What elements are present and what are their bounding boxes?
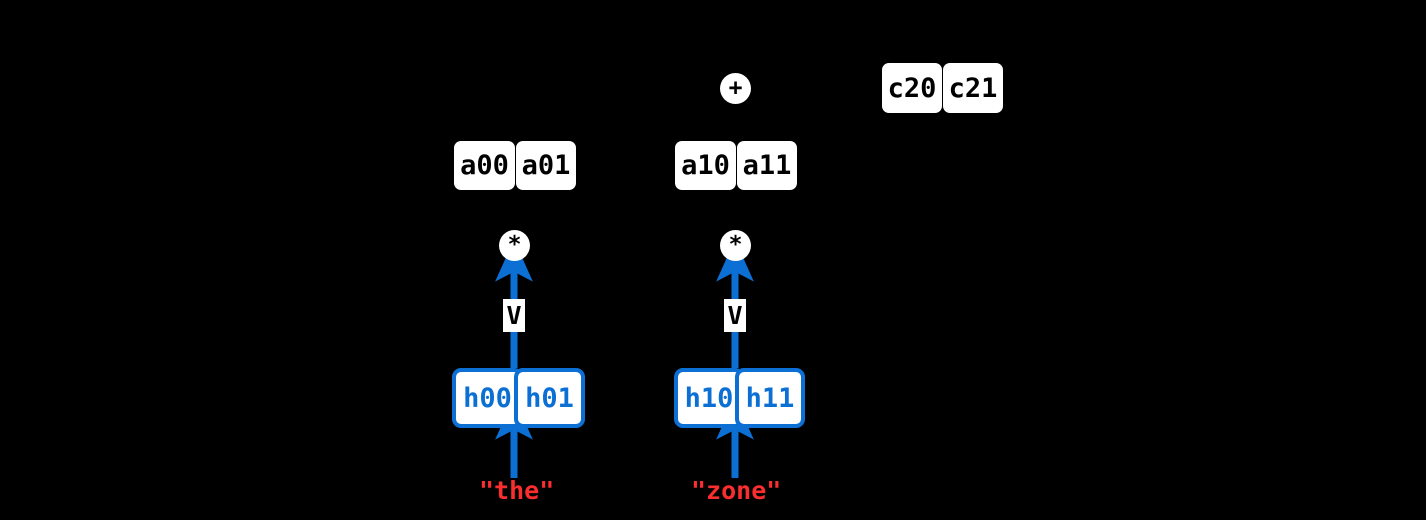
matrix-cell-a11: a11: [737, 141, 797, 190]
matrix-cell-h00: h00: [452, 368, 523, 428]
value-tag-v-the: V: [503, 299, 525, 332]
matrix-cell-h01: h01: [514, 368, 585, 428]
word-label-word-zone: "zone": [691, 476, 782, 505]
matrix-cell-a01: a01: [516, 141, 576, 190]
matrix-cell-c20: c20: [882, 63, 942, 113]
word-label-word-the: "the": [479, 476, 555, 505]
matrix-cell-h10: h10: [674, 368, 744, 428]
operator-node-plus: +: [720, 73, 751, 104]
operator-node-mul-the: *: [499, 230, 530, 261]
value-tag-v-zone: V: [724, 299, 746, 332]
matrix-cell-a10: a10: [675, 141, 736, 190]
matrix-cell-c21: c21: [943, 63, 1003, 113]
matrix-cell-h11: h11: [735, 368, 805, 428]
matrix-cell-a00: a00: [454, 141, 515, 190]
operator-node-mul-zone: *: [720, 230, 751, 261]
